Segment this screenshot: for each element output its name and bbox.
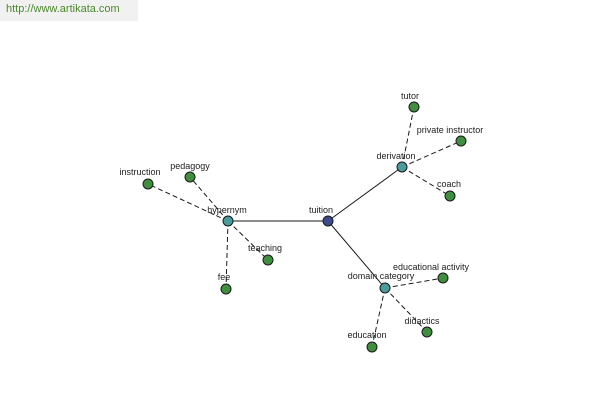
edge-derivation [327,166,403,222]
label-didactics: didactics [404,316,440,326]
node-pedagogy[interactable] [184,171,196,183]
node-domain-category[interactable] [379,282,391,294]
label-domain-category: domain category [348,271,415,281]
label-educational-activity: educational activity [393,262,470,272]
node-didactics[interactable] [421,326,433,338]
node-education[interactable] [366,341,378,353]
edge-private-instructor [401,140,462,168]
node-teaching[interactable] [262,254,274,266]
label-teaching: teaching [248,243,282,253]
label-derivation: derivation [376,151,415,161]
label-hypernym: hypernym [207,205,247,215]
label-private-instructor: private instructor [417,125,484,135]
node-instruction[interactable] [142,178,154,190]
node-tutor[interactable] [408,101,420,113]
node-coach[interactable] [444,190,456,202]
graph-edges [147,106,462,348]
node-private-instructor[interactable] [455,135,467,147]
node-educational-activity[interactable] [437,272,449,284]
node-fee[interactable] [220,283,232,295]
node-derivation[interactable] [396,161,408,173]
node-tuition[interactable] [322,215,334,227]
graph-nodes [142,101,467,353]
watermark-url[interactable]: http://www.artikata.com [6,3,120,15]
edge-tutor [401,106,415,168]
label-pedagogy: pedagogy [170,161,210,171]
edge-fee [225,220,229,290]
edge-didactics [384,287,428,333]
graph-labels: tuition hypernym derivation domain category… [119,91,483,340]
edge-instruction [147,183,229,222]
label-tutor: tutor [401,91,419,101]
label-tuition: tuition [309,205,333,215]
edge-education [371,287,386,348]
label-fee: fee [218,272,231,282]
edge-coach [401,166,451,197]
edge-pedagogy [189,176,229,222]
label-coach: coach [437,179,461,189]
edge-teaching [227,220,269,261]
label-instruction: instruction [119,167,160,177]
edge-domain-category [327,220,386,289]
node-hypernym[interactable] [222,215,234,227]
label-education: education [347,330,386,340]
edge-educational-activity [384,277,444,289]
watermark-box: http://www.artikata.com [0,0,138,21]
